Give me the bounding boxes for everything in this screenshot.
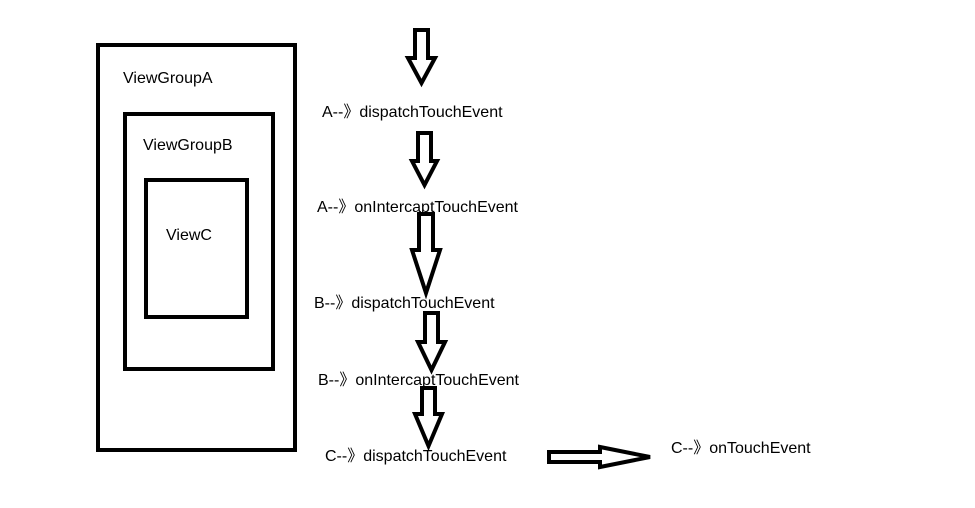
step-label-4: B--》onIntercaptTouchEvent: [318, 372, 520, 389]
down-arrow-4: [414, 311, 449, 375]
viewgroup-a-label: ViewGroupA: [123, 70, 213, 87]
step-label-1: A--》dispatchTouchEvent: [322, 104, 503, 121]
down-arrow-1: [404, 28, 439, 88]
down-arrow-3: [409, 212, 443, 300]
step-label-2: A--》onIntercaptTouchEvent: [317, 199, 519, 216]
step-label-3: B--》dispatchTouchEvent: [314, 295, 495, 312]
down-arrow-5: [411, 386, 446, 452]
viewgroup-b-box: [123, 112, 275, 371]
step-label-5: C--》dispatchTouchEvent: [325, 448, 507, 465]
right-arrow: [547, 444, 651, 470]
viewgroup-b-label: ViewGroupB: [143, 137, 233, 154]
final-step-label: C--》onTouchEvent: [671, 440, 811, 457]
down-arrow-2: [408, 131, 441, 190]
view-c-box: [144, 178, 249, 319]
view-c-label: ViewC: [166, 227, 212, 244]
viewgroup-a-box: [96, 43, 297, 452]
